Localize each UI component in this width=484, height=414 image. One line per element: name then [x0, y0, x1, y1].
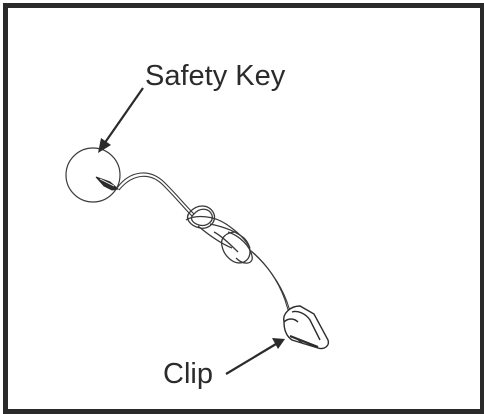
clip-label: Clip	[163, 358, 213, 390]
safety-key-label: Safety Key	[145, 60, 286, 92]
coiled-cord	[185, 205, 253, 264]
clip-icon	[283, 305, 330, 350]
clip-arrow	[225, 338, 285, 375]
safety-key-icon	[95, 176, 120, 191]
cord	[116, 172, 195, 217]
diagram-frame	[3, 3, 484, 414]
safety-key-arrow	[98, 87, 144, 153]
safety-key-circle	[65, 147, 121, 203]
